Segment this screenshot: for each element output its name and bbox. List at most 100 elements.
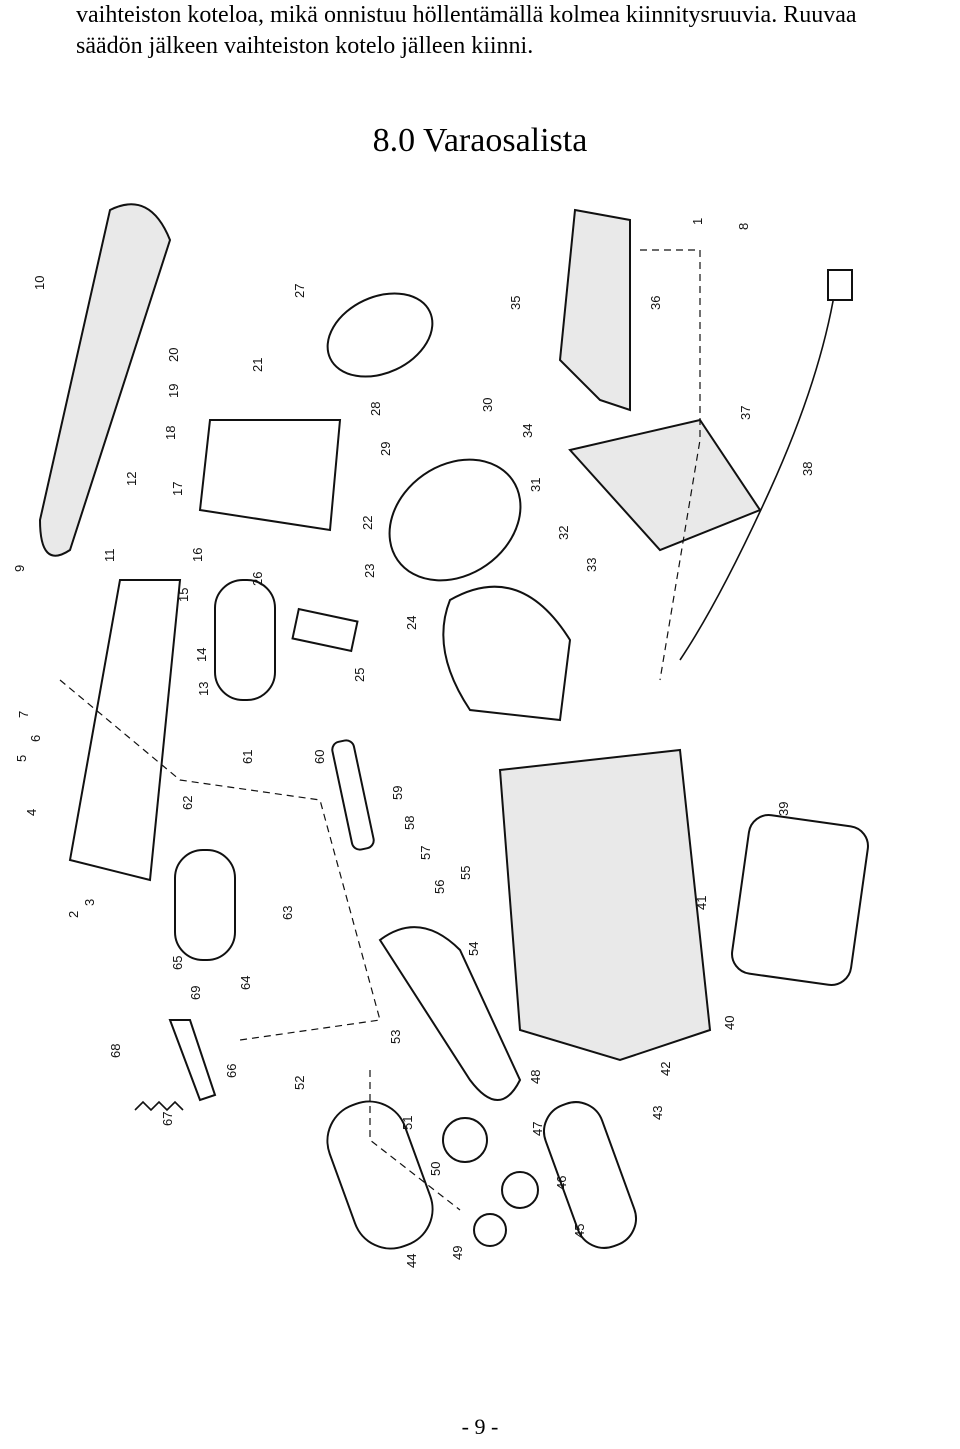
callout-61: 61 [240, 750, 255, 764]
callout-64: 64 [238, 976, 253, 990]
callout-55: 55 [458, 866, 473, 880]
part-disc-guard [442, 585, 572, 722]
callout-69: 69 [188, 986, 203, 1000]
callout-43: 43 [650, 1106, 665, 1120]
callout-34: 34 [520, 424, 535, 438]
callout-12: 12 [124, 472, 139, 486]
callout-5: 5 [14, 755, 29, 762]
callout-63: 63 [280, 906, 295, 920]
callout-22: 22 [360, 516, 375, 530]
part-plug [827, 269, 853, 301]
part-pulley-49 [473, 1213, 507, 1247]
callout-36: 36 [648, 296, 663, 310]
callout-25: 25 [352, 668, 367, 682]
part-pulley-51 [442, 1117, 488, 1163]
callout-46: 46 [554, 1176, 569, 1190]
callout-42: 42 [658, 1062, 673, 1076]
part-disc-plate [388, 458, 522, 582]
assembly-line-2 [640, 249, 701, 681]
callout-41: 41 [694, 896, 709, 910]
part-idler-roller [214, 579, 276, 701]
callout-59: 59 [390, 786, 405, 800]
callout-26: 26 [250, 572, 265, 586]
callout-47: 47 [530, 1122, 545, 1136]
callout-68: 68 [108, 1044, 123, 1058]
callout-17: 17 [170, 482, 185, 496]
callout-40: 40 [722, 1016, 737, 1030]
part-main-housing [498, 748, 712, 1062]
callout-14: 14 [194, 648, 209, 662]
callout-62: 62 [180, 796, 195, 810]
callout-1: 1 [690, 218, 705, 225]
part-drive-belt [543, 1101, 637, 1249]
callout-27: 27 [292, 284, 307, 298]
callout-30: 30 [480, 398, 495, 412]
callout-6: 6 [28, 735, 43, 742]
callout-39: 39 [776, 802, 791, 816]
callout-67: 67 [160, 1112, 175, 1126]
intro-line-2: säädön jälkeen vaihteiston kotelo jällee… [76, 33, 534, 59]
callout-56: 56 [432, 880, 447, 894]
callout-44: 44 [404, 1254, 419, 1268]
callout-58: 58 [402, 816, 417, 830]
callout-45: 45 [572, 1224, 587, 1238]
callout-53: 53 [388, 1030, 403, 1044]
part-roller [326, 1100, 434, 1250]
assembly-line-3 [369, 1070, 461, 1211]
part-spring [134, 1100, 184, 1112]
callout-8: 8 [736, 223, 751, 230]
callout-21: 21 [250, 358, 265, 372]
callout-23: 23 [362, 564, 377, 578]
callout-66: 66 [224, 1064, 239, 1078]
callout-48: 48 [528, 1070, 543, 1084]
page-number: - 9 - [461, 1414, 499, 1439]
part-pulley-46 [501, 1171, 539, 1209]
callout-50: 50 [428, 1162, 443, 1176]
part-tension-plate [291, 607, 359, 653]
callout-9: 9 [12, 565, 27, 572]
callout-33: 33 [584, 558, 599, 572]
intro-line-1: vaihteiston koteloa, mikä onnistuu hölle… [76, 2, 857, 28]
callout-2: 2 [66, 911, 81, 918]
callout-18: 18 [163, 426, 178, 440]
callout-20: 20 [166, 348, 181, 362]
callout-7: 7 [16, 711, 31, 718]
part-belt-guard [38, 203, 172, 557]
part-frame-plate [198, 419, 342, 532]
callout-4: 4 [24, 809, 39, 816]
callout-11: 11 [102, 549, 117, 563]
callout-51: 51 [400, 1116, 415, 1130]
intro-text: vaihteiston koteloa, mikä onnistuu hölle… [76, 0, 956, 62]
callout-28: 28 [368, 402, 383, 416]
callout-15: 15 [176, 588, 191, 602]
callout-57: 57 [418, 846, 433, 860]
callout-52: 52 [292, 1076, 307, 1090]
callout-3: 3 [82, 899, 97, 906]
part-shaft [331, 739, 375, 851]
callout-49: 49 [450, 1246, 465, 1260]
part-lever [168, 1019, 217, 1102]
callout-65: 65 [170, 956, 185, 970]
callout-31: 31 [528, 478, 543, 492]
callout-38: 38 [800, 462, 815, 476]
callout-54: 54 [466, 942, 481, 956]
part-sanding-disc [326, 292, 434, 378]
part-power-cord [679, 289, 836, 661]
part-motor [731, 814, 869, 986]
callout-37: 37 [738, 406, 753, 420]
callout-24: 24 [404, 616, 419, 630]
callout-60: 60 [312, 750, 327, 764]
callout-32: 32 [556, 526, 571, 540]
callout-19: 19 [166, 384, 181, 398]
callout-29: 29 [378, 442, 393, 456]
callout-10: 10 [32, 276, 47, 290]
section-title: 8.0 Varaosalista [372, 122, 588, 159]
part-belt-frame [68, 579, 182, 882]
part-table-support [568, 418, 762, 552]
exploded-parts-diagram: 1234567891011121314151617181920212223242… [12, 203, 869, 1268]
part-gear-housing [378, 926, 522, 1101]
part-table [558, 208, 631, 412]
part-drive-roller [174, 849, 236, 961]
callout-labels: 1234567891011121314151617181920212223242… [12, 218, 815, 1268]
callout-35: 35 [508, 296, 523, 310]
